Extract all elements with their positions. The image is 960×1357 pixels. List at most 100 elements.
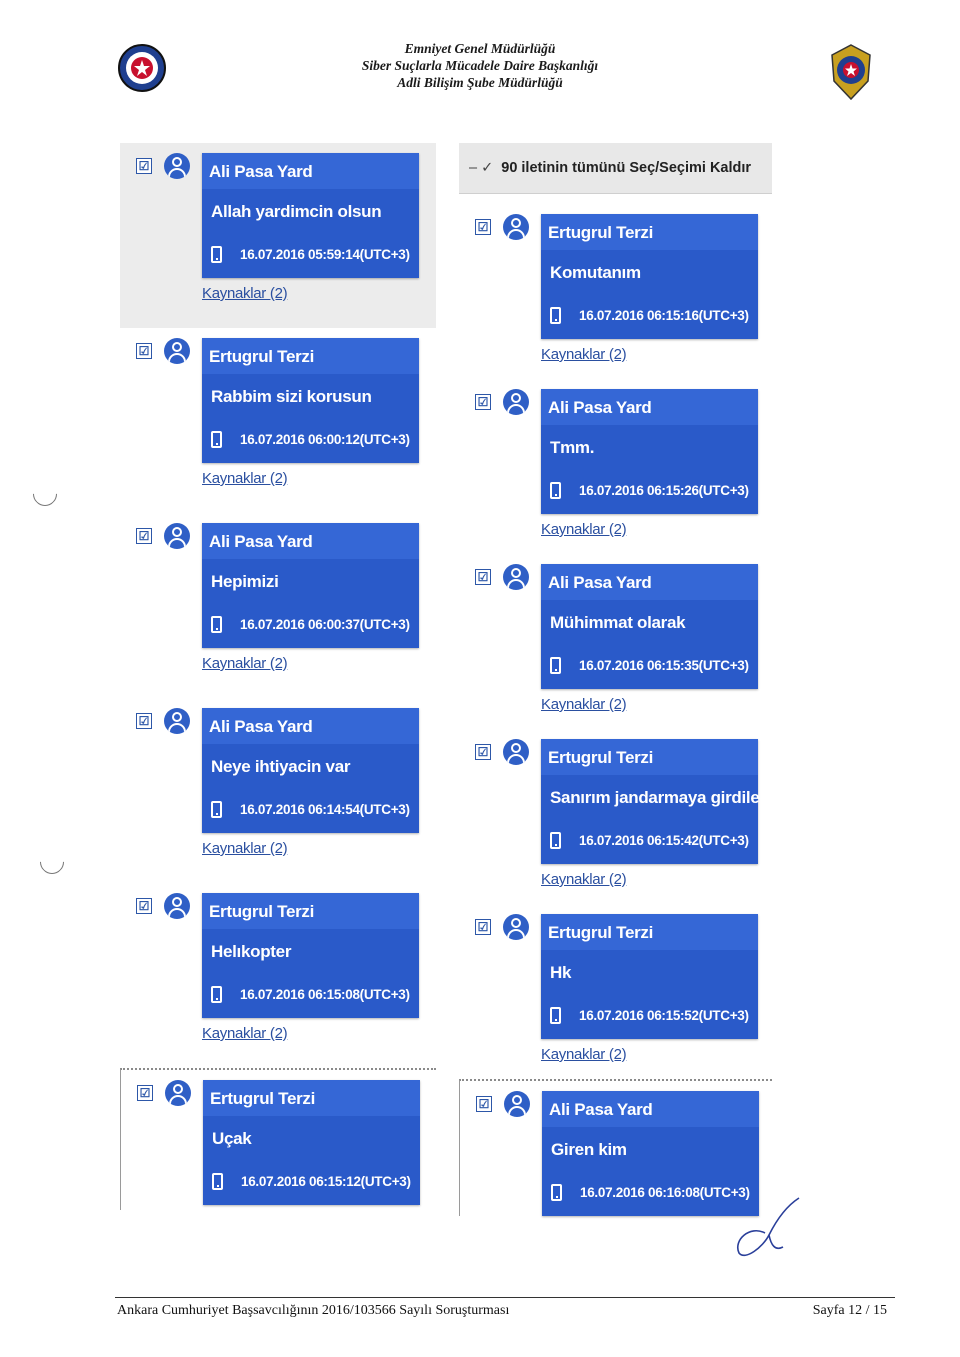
message-checkbox[interactable]: ☑: [475, 744, 491, 760]
message-sender: Ertugrul Terzi: [202, 893, 419, 929]
punch-hole-mark: [35, 845, 69, 879]
message-bubble: Ali Pasa Yard Tmm. 16.07.2016 06:15:26(U…: [541, 389, 758, 514]
message-meta: 16.07.2016 06:15:26(UTC+3): [541, 470, 758, 510]
message-text: Mühimmat olarak: [550, 613, 686, 632]
sources-link[interactable]: Kaynaklar (2): [541, 521, 627, 538]
message-bubble: Ali Pasa Yard Mühimmat olarak 16.07.2016…: [541, 564, 758, 689]
user-avatar-icon: [503, 564, 529, 590]
message-sender: Ertugrul Terzi: [541, 914, 758, 950]
handwritten-signature: [736, 1197, 800, 1257]
message-bubble: Ali Pasa Yard Giren kim 16.07.2016 06:16…: [542, 1091, 759, 1216]
sources-link[interactable]: Kaynaklar (2): [202, 840, 288, 857]
message-sender: Ali Pasa Yard: [202, 153, 419, 189]
user-avatar-icon: [164, 523, 190, 549]
phone-icon: [550, 306, 561, 324]
phone-icon: [211, 800, 222, 818]
user-avatar-icon: [164, 153, 190, 179]
message-checkbox[interactable]: ☑: [136, 713, 152, 729]
message-meta: 16.07.2016 06:15:42(UTC+3): [541, 820, 758, 860]
user-avatar-icon: [503, 739, 529, 765]
message-item[interactable]: ☑ Ali Pasa Yard Giren kim 16.07.2016 06:…: [459, 1079, 772, 1216]
message-text: Neye ihtiyacin var: [211, 757, 351, 776]
message-item[interactable]: ☑ Ali Pasa Yard Tmm. 16.07.2016 06:15:26…: [459, 379, 772, 554]
message-item[interactable]: ☑ Ertugrul Terzi Helıkopter 16.07.2016 0…: [120, 883, 436, 1068]
message-text: Giren kim: [551, 1140, 627, 1159]
message-text: Tmm.: [550, 438, 595, 457]
message-time: 16.07.2016 06:00:12(UTC+3): [240, 431, 410, 447]
message-checkbox[interactable]: ☑: [475, 219, 491, 235]
footer-divider: [115, 1297, 895, 1298]
message-meta: 16.07.2016 06:00:12(UTC+3): [202, 419, 419, 459]
message-checkbox[interactable]: ☑: [475, 569, 491, 585]
message-bubble: Ertugrul Terzi Sanırım jandarmaya girdil…: [541, 739, 766, 864]
message-meta: 16.07.2016 06:00:37(UTC+3): [202, 604, 419, 644]
user-avatar-icon: [503, 389, 529, 415]
message-checkbox[interactable]: ☑: [136, 158, 152, 174]
phone-icon: [211, 615, 222, 633]
message-text: Rabbim sizi korusun: [211, 387, 372, 406]
sources-link[interactable]: Kaynaklar (2): [202, 285, 288, 302]
message-bubble: Ali Pasa Yard Neye ihtiyacin var 16.07.2…: [202, 708, 419, 833]
message-text: Uçak: [212, 1129, 252, 1148]
message-time: 16.07.2016 06:15:35(UTC+3): [579, 657, 749, 673]
message-bubble: Ertugrul Terzi Helıkopter 16.07.2016 06:…: [202, 893, 419, 1018]
message-item[interactable]: ☑ Ertugrul Terzi Uçak 16.07.2016 06:15:1…: [120, 1068, 436, 1210]
message-time: 16.07.2016 06:15:26(UTC+3): [579, 482, 749, 498]
message-text: Sanırım jandarmaya girdiler: [550, 788, 766, 807]
message-checkbox[interactable]: ☑: [136, 898, 152, 914]
message-item[interactable]: ☑ Ertugrul Terzi Rabbim sizi korusun 16.…: [120, 328, 436, 513]
sources-link[interactable]: Kaynaklar (2): [541, 696, 627, 713]
message-sender: Ertugrul Terzi: [202, 338, 419, 374]
sources-link[interactable]: Kaynaklar (2): [202, 470, 288, 487]
phone-icon: [550, 656, 561, 674]
sources-link[interactable]: Kaynaklar (2): [541, 346, 627, 363]
message-meta: 16.07.2016 06:15:12(UTC+3): [203, 1161, 420, 1201]
sources-link[interactable]: Kaynaklar (2): [541, 1046, 627, 1063]
sources-link[interactable]: Kaynaklar (2): [202, 655, 288, 672]
footer-page-number: Sayfa 12 / 15: [812, 1303, 887, 1318]
message-time: 16.07.2016 06:15:52(UTC+3): [579, 1007, 749, 1023]
message-meta: 16.07.2016 06:15:35(UTC+3): [541, 645, 758, 685]
sources-link[interactable]: Kaynaklar (2): [202, 1025, 288, 1042]
user-avatar-icon: [503, 214, 529, 240]
checkmark-icon: – ✓: [469, 160, 494, 176]
message-checkbox[interactable]: ☑: [136, 343, 152, 359]
select-all-label: 90 iletinin tümünü Seç/Seçimi Kaldır: [501, 160, 752, 176]
user-avatar-icon: [164, 338, 190, 364]
message-meta: 16.07.2016 06:16:08(UTC+3): [542, 1172, 759, 1212]
message-item[interactable]: ☑ Ertugrul Terzi Komutanım 16.07.2016 06…: [459, 204, 772, 379]
message-text: Allah yardimcin olsun: [211, 202, 382, 221]
user-avatar-icon: [504, 1091, 530, 1117]
document-header: Emniyet Genel Müdürlüğü Siber Suçlarla M…: [0, 40, 960, 91]
message-time: 16.07.2016 06:15:16(UTC+3): [579, 307, 749, 323]
message-checkbox[interactable]: ☑: [475, 394, 491, 410]
sources-link[interactable]: Kaynaklar (2): [541, 871, 627, 888]
message-item[interactable]: ☑ Ali Pasa Yard Allah yardimcin olsun 16…: [120, 143, 436, 328]
message-item[interactable]: ☑ Ertugrul Terzi Sanırım jandarmaya gird…: [459, 729, 772, 904]
message-item[interactable]: ☑ Ali Pasa Yard Hepimizi 16.07.2016 06:0…: [120, 513, 436, 698]
user-avatar-icon: [164, 708, 190, 734]
message-text: Hepimizi: [211, 572, 279, 591]
message-item[interactable]: ☑ Ali Pasa Yard Mühimmat olarak 16.07.20…: [459, 554, 772, 729]
message-item[interactable]: ☑ Ali Pasa Yard Neye ihtiyacin var 16.07…: [120, 698, 436, 883]
message-checkbox[interactable]: ☑: [476, 1096, 492, 1112]
message-time: 16.07.2016 06:15:42(UTC+3): [579, 832, 749, 848]
phone-icon: [211, 430, 222, 448]
user-avatar-icon: [165, 1080, 191, 1106]
message-sender: Ertugrul Terzi: [541, 739, 758, 775]
message-list-left: ☑ Ali Pasa Yard Allah yardimcin olsun 16…: [120, 143, 436, 1210]
message-checkbox[interactable]: ☑: [136, 528, 152, 544]
phone-icon: [551, 1183, 562, 1201]
phone-icon: [550, 1006, 561, 1024]
phone-icon: [211, 245, 222, 263]
header-line-3: Adli Bilişim Şube Müdürlüğü: [397, 75, 563, 90]
message-item[interactable]: ☑ Ertugrul Terzi Hk 16.07.2016 06:15:52(…: [459, 904, 772, 1079]
message-sender: Ali Pasa Yard: [542, 1091, 759, 1127]
phone-icon: [550, 831, 561, 849]
message-bubble: Ali Pasa Yard Hepimizi 16.07.2016 06:00:…: [202, 523, 419, 648]
message-checkbox[interactable]: ☑: [475, 919, 491, 935]
message-time: 16.07.2016 06:16:08(UTC+3): [580, 1184, 750, 1200]
phone-icon: [211, 985, 222, 1003]
message-checkbox[interactable]: ☑: [137, 1085, 153, 1101]
select-all-toggle[interactable]: – ✓ 90 iletinin tümünü Seç/Seçimi Kaldır: [459, 143, 772, 194]
